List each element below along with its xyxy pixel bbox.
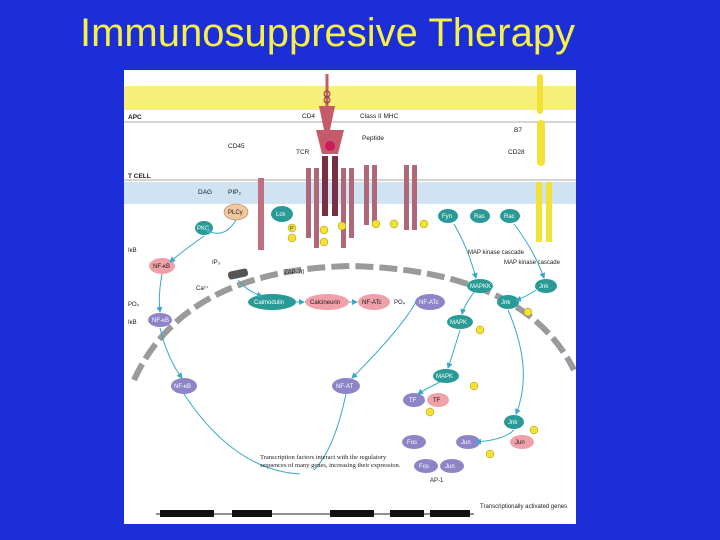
tf2-node — [427, 393, 449, 407]
p-marker-label: P — [290, 226, 294, 232]
ikb-label: IκB — [128, 248, 137, 254]
mapk-nuclear-node — [433, 369, 459, 383]
cd28-label: CD28 — [508, 149, 525, 156]
rac-node — [500, 209, 520, 223]
nfat-nuclear-label: NF-AT — [336, 384, 354, 390]
jnk-kinase-node — [535, 279, 557, 293]
apc-membrane-band — [124, 86, 576, 110]
nuclear-envelope — [131, 262, 576, 382]
jun2-node — [510, 435, 534, 449]
jnk-kinase-label: Jnk — [539, 284, 549, 290]
fos1-label: Fos — [407, 440, 417, 446]
nfat-nuclear-node — [332, 378, 360, 394]
nfkb-nuclear-label: NF-κB — [174, 384, 191, 390]
jnk-node — [497, 295, 519, 309]
fos1-node — [402, 435, 426, 449]
mhc-label: Class II MHC — [360, 113, 399, 120]
footnote-text: Transcription factors interact with the … — [260, 454, 401, 469]
ras-label: Ras — [474, 214, 485, 220]
jnk-label: Jnk — [501, 300, 511, 306]
nfatc-label: NF-ATc — [362, 300, 382, 306]
dna-strand — [156, 510, 474, 517]
po4-label: PO₄ — [394, 300, 406, 306]
zap70-label: ZAP-70 — [284, 270, 305, 276]
ip3-label: IP₃ — [212, 260, 221, 266]
tcr-label: TCR — [296, 149, 310, 156]
tf1-node — [403, 393, 425, 407]
lck-node — [271, 206, 293, 222]
mapkk-label: MAPKK — [470, 284, 491, 290]
fos2-node — [414, 459, 438, 473]
genes-label: Transcriptionally activated genes — [480, 504, 567, 510]
dag-label: DAG — [198, 189, 212, 196]
tf1-label: TF — [409, 398, 417, 404]
jun1-label: Jun — [461, 440, 471, 446]
nfatc-node — [358, 294, 390, 310]
plcy-label: PLCγ — [228, 210, 243, 216]
nfkb-ikb-complex-node — [149, 258, 175, 274]
phosphate-markers — [287, 219, 539, 459]
signaling-pathway-figure: APC T CELL — [124, 70, 576, 524]
cd45-label: CD45 — [228, 143, 245, 150]
tcell-signaling-diagram: APC T CELL — [124, 74, 576, 517]
pkc-label: PKC — [197, 226, 210, 232]
tf2-label: TF — [433, 398, 441, 404]
jnk-nuclear-node — [504, 415, 524, 429]
calmodulin-label: Calmodulin — [254, 300, 284, 306]
cd4-label: CD4 — [302, 113, 315, 120]
map-cascade-2-label: MAP kinase cascade — [504, 260, 561, 266]
nfatc-p-label: NF-ATc — [419, 300, 439, 306]
mhc-molecule — [316, 106, 344, 154]
ras-node — [470, 209, 490, 223]
cd3-chains — [306, 165, 417, 248]
apc-label: APC — [128, 114, 142, 121]
calmodulin-node — [248, 294, 296, 310]
b7-label: B7 — [514, 127, 522, 134]
nfatc-p-node — [415, 294, 445, 310]
nfkb-free-label: NF-κB — [152, 318, 169, 324]
calcineurin-label: Calcineurin — [310, 300, 340, 306]
jnk-nuclear-label: Jnk — [508, 420, 518, 426]
rac-label: Rac — [504, 214, 515, 220]
mapk-node — [447, 315, 473, 329]
tcell-label: T CELL — [128, 173, 151, 180]
lck-label: Lck — [276, 212, 286, 218]
mapk-label: MAPK — [450, 320, 467, 326]
nfkb-complex-label: NF-κB — [153, 264, 170, 270]
calcineurin-node — [305, 294, 349, 310]
slide-title: Immunosuppresive Therapy — [80, 11, 576, 55]
jun3-label: Jun — [445, 464, 455, 470]
ip3-channel — [227, 268, 249, 280]
fyn-node — [438, 209, 458, 223]
fos2-label: Fos — [419, 464, 429, 470]
mapkk-node — [467, 279, 493, 293]
nfkb-nuclear-node — [171, 378, 197, 394]
ca-label: Ca²⁺ — [196, 285, 209, 292]
pip2-label: PIP₂ — [228, 189, 241, 196]
b7-cd28-molecule — [536, 74, 552, 242]
jun2-label: Jun — [515, 440, 525, 446]
fyn-label: Fyn — [442, 214, 452, 220]
mapk-nuclear-label: MAPK — [436, 374, 453, 380]
peptide-dot — [325, 141, 335, 151]
ap1-label: AP-1 — [430, 478, 444, 484]
po4-left-label: PO₄ — [128, 302, 140, 308]
jun3-node — [440, 459, 464, 473]
cd4-molecule — [323, 74, 331, 106]
cd45-molecule — [258, 178, 264, 250]
nfkb-free-node — [148, 313, 172, 327]
jun1-node — [456, 435, 480, 449]
peptide-label: Peptide — [362, 135, 384, 142]
tcr-molecule — [322, 156, 338, 216]
signal-arrows — [156, 219, 546, 475]
map-cascade-1-label: MAP kinase cascade — [468, 250, 525, 256]
ikb-po4-label: IκB — [128, 320, 137, 326]
